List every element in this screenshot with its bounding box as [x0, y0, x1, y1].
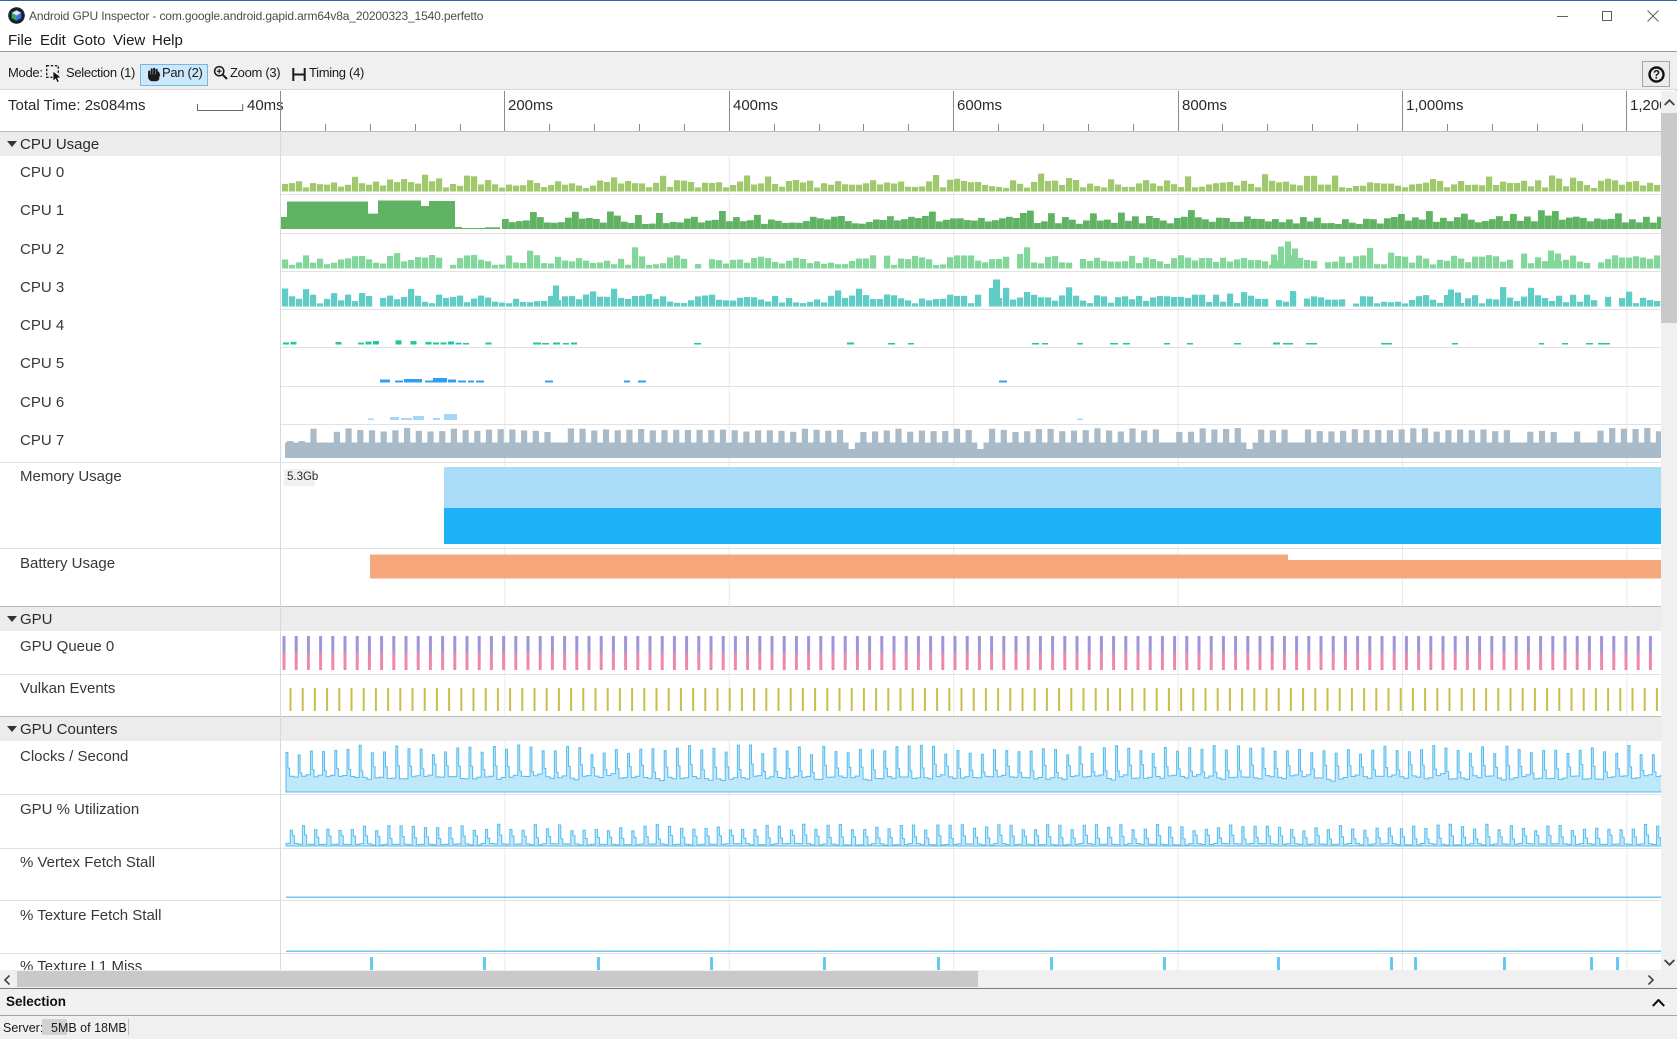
svg-text:?: ? [1653, 70, 1660, 82]
